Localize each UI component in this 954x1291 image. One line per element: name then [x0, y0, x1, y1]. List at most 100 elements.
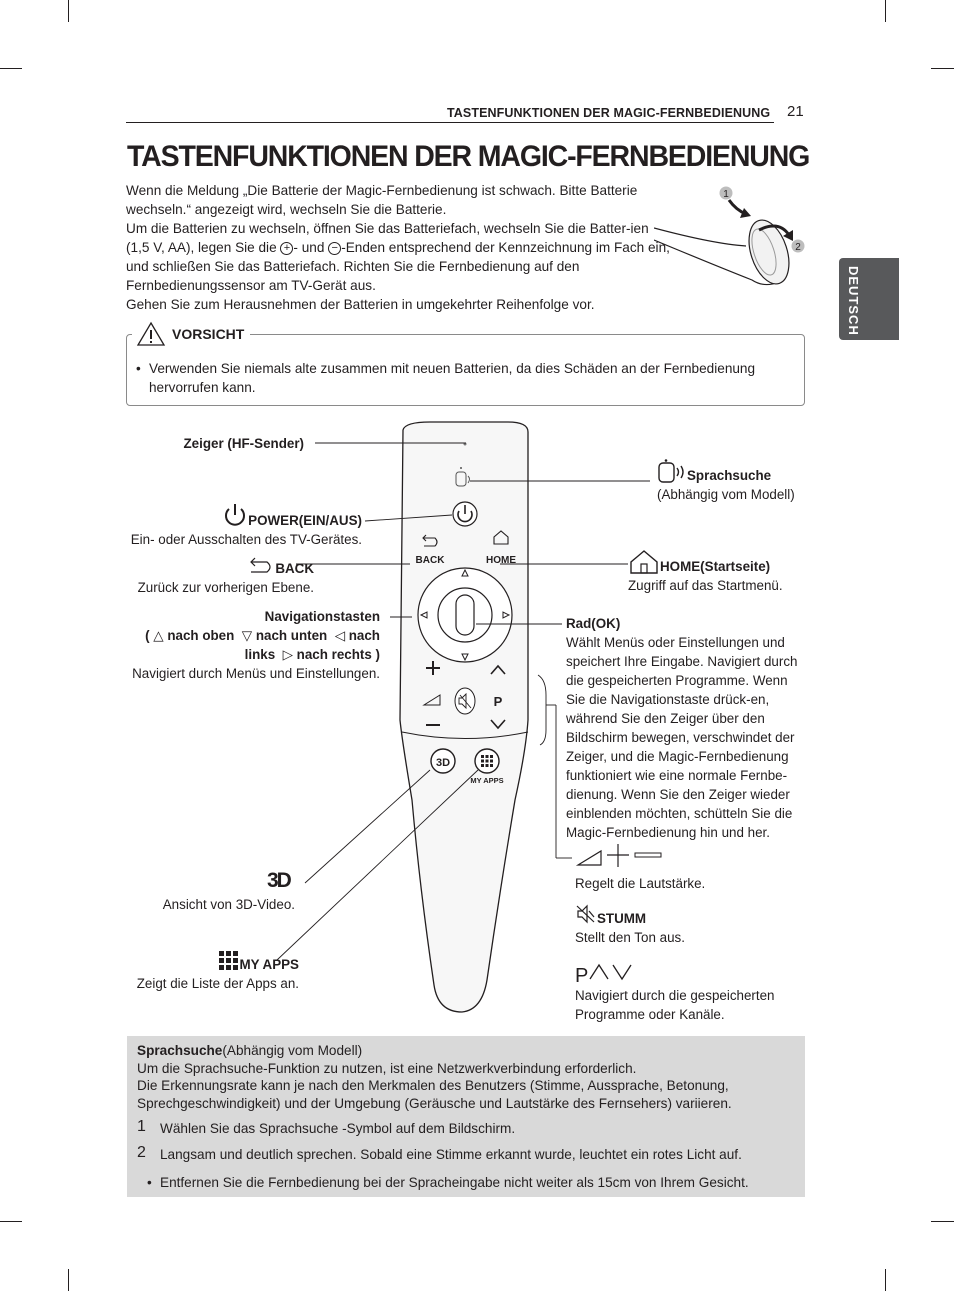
home-button[interactable]: HOME	[486, 530, 516, 566]
step-badge-label: 1	[723, 189, 729, 200]
info-title-line: Sprachsuche(Abhängig vom Modell)	[137, 1042, 787, 1060]
caution-item: • Verwenden Sie niemals alte zusammen mi…	[136, 359, 791, 397]
3d-button[interactable]: 3D	[430, 748, 456, 774]
power-desc: Ein- oder Ausschalten des TV-Gerätes.	[130, 532, 362, 547]
triangle-down-icon: ▽	[241, 628, 253, 643]
crop-mark	[885, 1269, 886, 1291]
crop-mark	[0, 68, 22, 69]
wheel-desc: Wählt Menüs oder Einstellungen und speic…	[566, 635, 798, 840]
arrow-icon	[740, 208, 751, 218]
volume-up-button[interactable]	[426, 661, 440, 675]
home-button-label: HOME	[486, 555, 516, 566]
intro-paragraph-1: Wenn die Meldung „Die Batterie der Magic…	[126, 183, 638, 217]
nav-desc: Navigiert durch Menüs und Einstellungen.	[132, 666, 380, 681]
mute-title: STUMM	[597, 911, 647, 926]
my-apps-title: MY APPS	[239, 957, 299, 972]
language-tab-label: DEUTSCH	[846, 266, 861, 336]
my-apps-desc: Zeigt die Liste der Apps an.	[136, 976, 299, 991]
header-rule	[126, 122, 774, 123]
my-apps-icon	[219, 951, 239, 970]
channel-up-button[interactable]	[490, 664, 506, 675]
battery-cover-inner	[751, 228, 777, 276]
back-title: BACK	[275, 561, 314, 576]
battery-cover-figure: 1 2	[654, 186, 805, 286]
running-header: TASTENFUNKTIONEN DER MAGIC-FERNBEDIENUNG	[447, 106, 771, 120]
arrow-icon	[758, 224, 791, 236]
triangle-up-icon: △	[153, 628, 164, 643]
label-my-apps: MY APPS Zeigt die Liste der Apps an.	[120, 951, 299, 993]
nav-right-arrow[interactable]	[502, 611, 511, 619]
volume-icons	[575, 844, 662, 867]
crop-mark	[68, 1269, 69, 1291]
wheel-title: Rad(OK)	[566, 616, 621, 631]
volume-icon	[422, 694, 441, 706]
language-tab: DEUTSCH	[839, 258, 899, 340]
bullet: •	[136, 361, 141, 376]
page-title: TASTENFUNKTIONEN DER MAGIC-FERNBEDIENUNG	[127, 140, 810, 173]
home-icon	[630, 550, 658, 574]
step-badge	[791, 239, 805, 253]
magic-remote-illustration: BACK HOME P 3D MY APPS	[399, 421, 529, 1013]
label-mute: STUMM Stellt den Ton aus.	[575, 903, 775, 947]
my-apps-button-label: MY APPS	[470, 776, 503, 785]
nav-down-arrow[interactable]	[461, 653, 469, 662]
label-pointer: Zeiger (HF-Sender)	[183, 436, 304, 451]
nav-left-arrow[interactable]	[419, 611, 428, 619]
my-apps-button[interactable]: MY APPS	[470, 748, 504, 785]
power-button[interactable]	[452, 501, 478, 527]
minus-terminal-icon: −	[328, 242, 342, 255]
program-desc: Navigiert durch die gespeicherten Progra…	[575, 988, 775, 1022]
plus-terminal-icon: +	[280, 242, 294, 255]
home-title: HOME(Startseite)	[660, 559, 771, 574]
info-line-2: Die Erkennungsrate kann je nach den Merk…	[137, 1078, 732, 1111]
label-voice-search: Sprachsuche (Abhängig vom Modell)	[657, 459, 837, 504]
step-number: 1	[137, 1118, 146, 1135]
arrow-icon	[783, 230, 793, 241]
caution-text: Verwenden Sie niemals alte zusammen mit …	[149, 361, 756, 395]
step-badge	[719, 186, 733, 200]
voice-search-title: Sprachsuche	[687, 468, 772, 483]
warning-icon	[136, 321, 166, 346]
info-title-sub: (Abhängig vom Modell)	[222, 1043, 363, 1058]
voice-search-sub: (Abhängig vom Modell)	[657, 487, 795, 502]
label-wheel: Rad(OK) Wählt Menüs oder Einstellungen u…	[566, 614, 806, 842]
step-text: Wählen Sie das Sprachsuche -Symbol auf d…	[160, 1121, 516, 1136]
step-number: 2	[137, 1144, 146, 1161]
program-arrows-icon	[589, 963, 632, 981]
3d-icon: 3D	[267, 869, 294, 892]
remote-tail-outline	[654, 239, 780, 286]
remote-tail-outline	[654, 227, 747, 247]
mute-icon	[576, 904, 595, 924]
back-button-label: BACK	[416, 555, 446, 566]
bullet: •	[147, 1175, 152, 1190]
channel-p-label: P	[494, 694, 503, 709]
channel-down-button[interactable]	[490, 719, 506, 730]
crop-mark	[0, 1221, 22, 1222]
nav-directions-line1: ( △ nach oben ▽ nach unten ◁ nach	[145, 628, 380, 643]
mute-desc: Stellt den Ton aus.	[575, 930, 685, 945]
back-button[interactable]: BACK	[416, 534, 446, 566]
step-text: Langsam und deutlich sprechen. Sobald ei…	[160, 1147, 742, 1162]
info-line-1: Um die Sprachsuche-Funktion zu nutzen, i…	[137, 1060, 637, 1076]
voice-search-info-box: Sprachsuche(Abhängig vom Modell) Um die …	[127, 1036, 805, 1197]
crop-mark	[68, 0, 69, 22]
label-program: P Navigiert durch die gespeicherten Prog…	[575, 961, 795, 1024]
page-number: 21	[787, 103, 804, 120]
remote-panel-seam	[401, 731, 529, 739]
caution-title: VORSICHT	[172, 326, 245, 342]
nav-title: Navigationstasten	[264, 609, 380, 624]
battery-cover	[748, 219, 790, 285]
mute-button[interactable]	[454, 687, 476, 715]
nav-directions-line2: links ▷ nach rechts )	[244, 647, 380, 662]
bullet-text: Entfernen Sie die Fernbedienung bei der …	[160, 1175, 749, 1190]
intro-text: Wenn die Meldung „Die Batterie der Magic…	[126, 181, 671, 314]
label-3d: 3D Ansicht von 3D-Video.	[120, 868, 295, 914]
back-desc: Zurück zur vorherigen Ebene.	[137, 580, 314, 595]
nav-up-arrow[interactable]	[461, 568, 469, 577]
label-home: HOME(Startseite) Zugriff auf das Startme…	[628, 549, 808, 595]
voice-icon	[455, 467, 470, 487]
crop-mark	[931, 68, 954, 69]
power-title: POWER(EIN/AUS)	[248, 513, 362, 528]
voice-search-icon	[658, 459, 684, 483]
